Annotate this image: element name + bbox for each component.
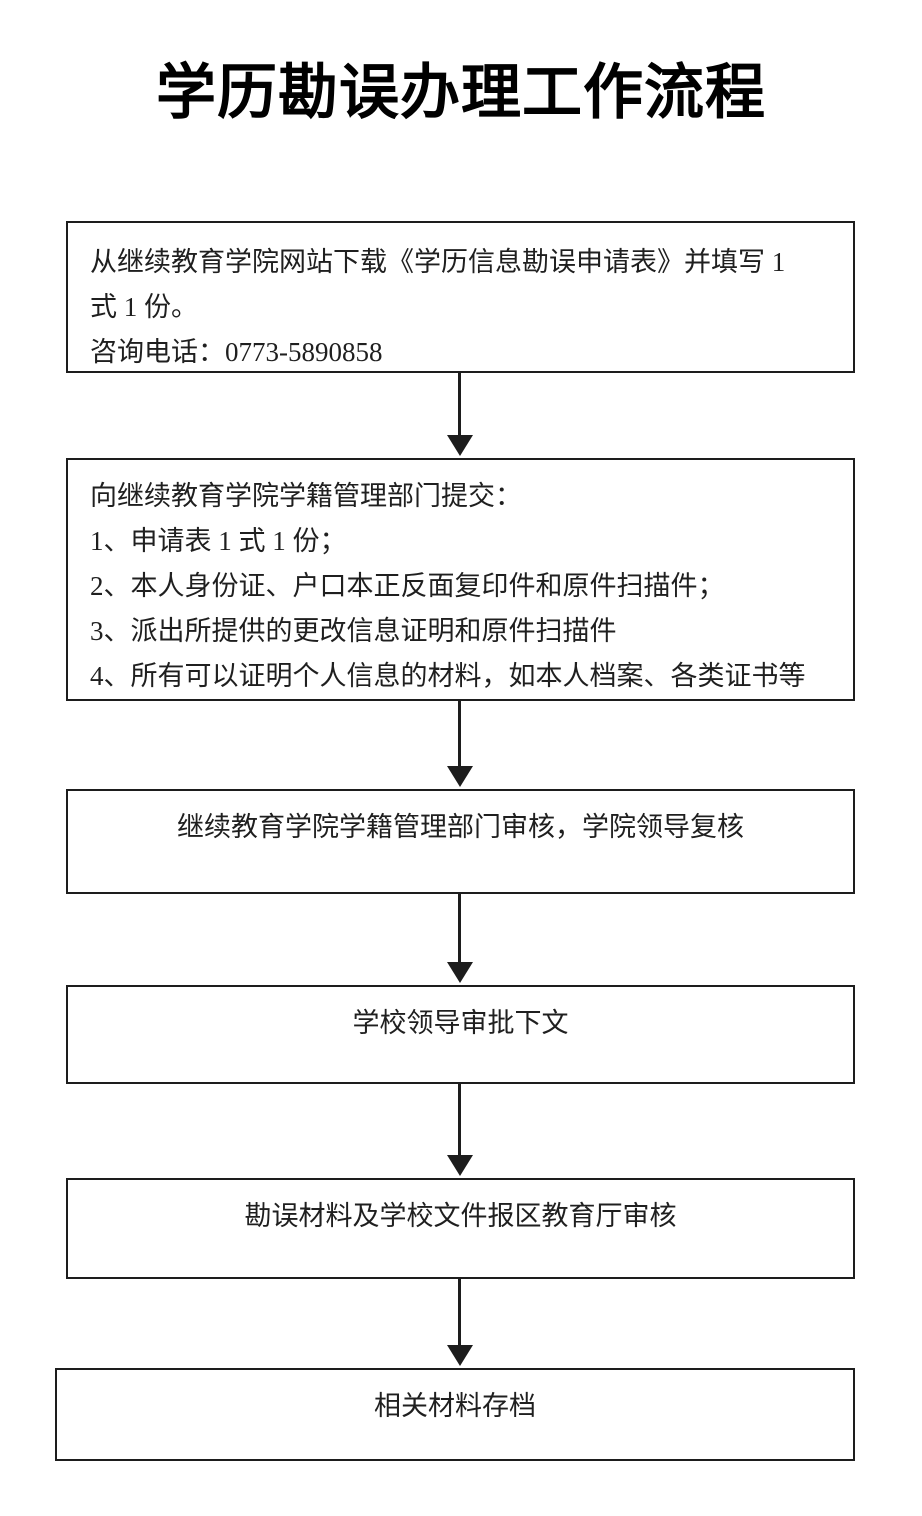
flow-node-step4-body: 学校领导审批下文 [68, 1001, 853, 1046]
connector-stem [458, 1279, 461, 1349]
step2-item-3: 3、派出所提供的更改信息证明和原件扫描件 [90, 616, 617, 646]
connector-arrow-step4-to-step5 [447, 1084, 473, 1178]
connector-stem [458, 894, 461, 966]
flow-node-step2-body: 向继续教育学院学籍管理部门提交： 1、申请表 1 式 1 份； 2、本人身份证、… [90, 474, 845, 699]
step2-item-1: 1、申请表 1 式 1 份； [90, 526, 347, 556]
step1-line-2: 式 1 份。 [90, 292, 198, 322]
connector-stem [458, 701, 461, 770]
step6-text: 相关材料存档 [374, 1391, 536, 1421]
flow-node-step4: 学校领导审批下文 [66, 985, 855, 1084]
connector-arrow-step5-to-step6 [447, 1279, 473, 1368]
connector-arrow-step3-to-step4 [447, 894, 473, 985]
flow-node-step6-body: 相关材料存档 [57, 1384, 853, 1429]
step1-line-1: 从继续教育学院网站下载《学历信息勘误申请表》并填写 1 [90, 247, 786, 277]
flow-node-step6: 相关材料存档 [55, 1368, 855, 1461]
arrow-head-icon [447, 435, 473, 456]
step3-text: 继续教育学院学籍管理部门审核，学院领导复核 [177, 812, 744, 842]
step1-line-3: 咨询电话：0773-5890858 [90, 337, 383, 367]
arrow-head-icon [447, 1155, 473, 1176]
step2-item-2: 2、本人身份证、户口本正反面复印件和原件扫描件； [90, 571, 725, 601]
page-title: 学历勘误办理工作流程 [156, 58, 766, 128]
step5-text: 勘误材料及学校文件报区教育厅审核 [244, 1201, 677, 1231]
step4-text: 学校领导审批下文 [352, 1008, 569, 1038]
connector-arrow-step1-to-step2 [447, 373, 473, 458]
step2-heading: 向继续教育学院学籍管理部门提交： [90, 481, 522, 511]
arrow-head-icon [447, 766, 473, 787]
flow-node-step3: 继续教育学院学籍管理部门审核，学院领导复核 [66, 789, 855, 894]
step2-item-4: 4、所有可以证明个人信息的材料，如本人档案、各类证书等 [90, 661, 806, 691]
connector-arrow-step2-to-step3 [447, 701, 473, 789]
arrow-head-icon [447, 1345, 473, 1366]
flow-node-step1: 从继续教育学院网站下载《学历信息勘误申请表》并填写 1 式 1 份。 咨询电话：… [66, 221, 855, 373]
flow-node-step5-body: 勘误材料及学校文件报区教育厅审核 [68, 1194, 853, 1239]
flow-node-step2: 向继续教育学院学籍管理部门提交： 1、申请表 1 式 1 份； 2、本人身份证、… [66, 458, 855, 701]
flow-node-step3-body: 继续教育学院学籍管理部门审核，学院领导复核 [68, 805, 853, 850]
connector-stem [458, 1084, 461, 1159]
flow-node-step5: 勘误材料及学校文件报区教育厅审核 [66, 1178, 855, 1279]
connector-stem [458, 373, 461, 439]
flow-node-step1-body: 从继续教育学院网站下载《学历信息勘误申请表》并填写 1 式 1 份。 咨询电话：… [90, 240, 843, 375]
arrow-head-icon [447, 962, 473, 983]
